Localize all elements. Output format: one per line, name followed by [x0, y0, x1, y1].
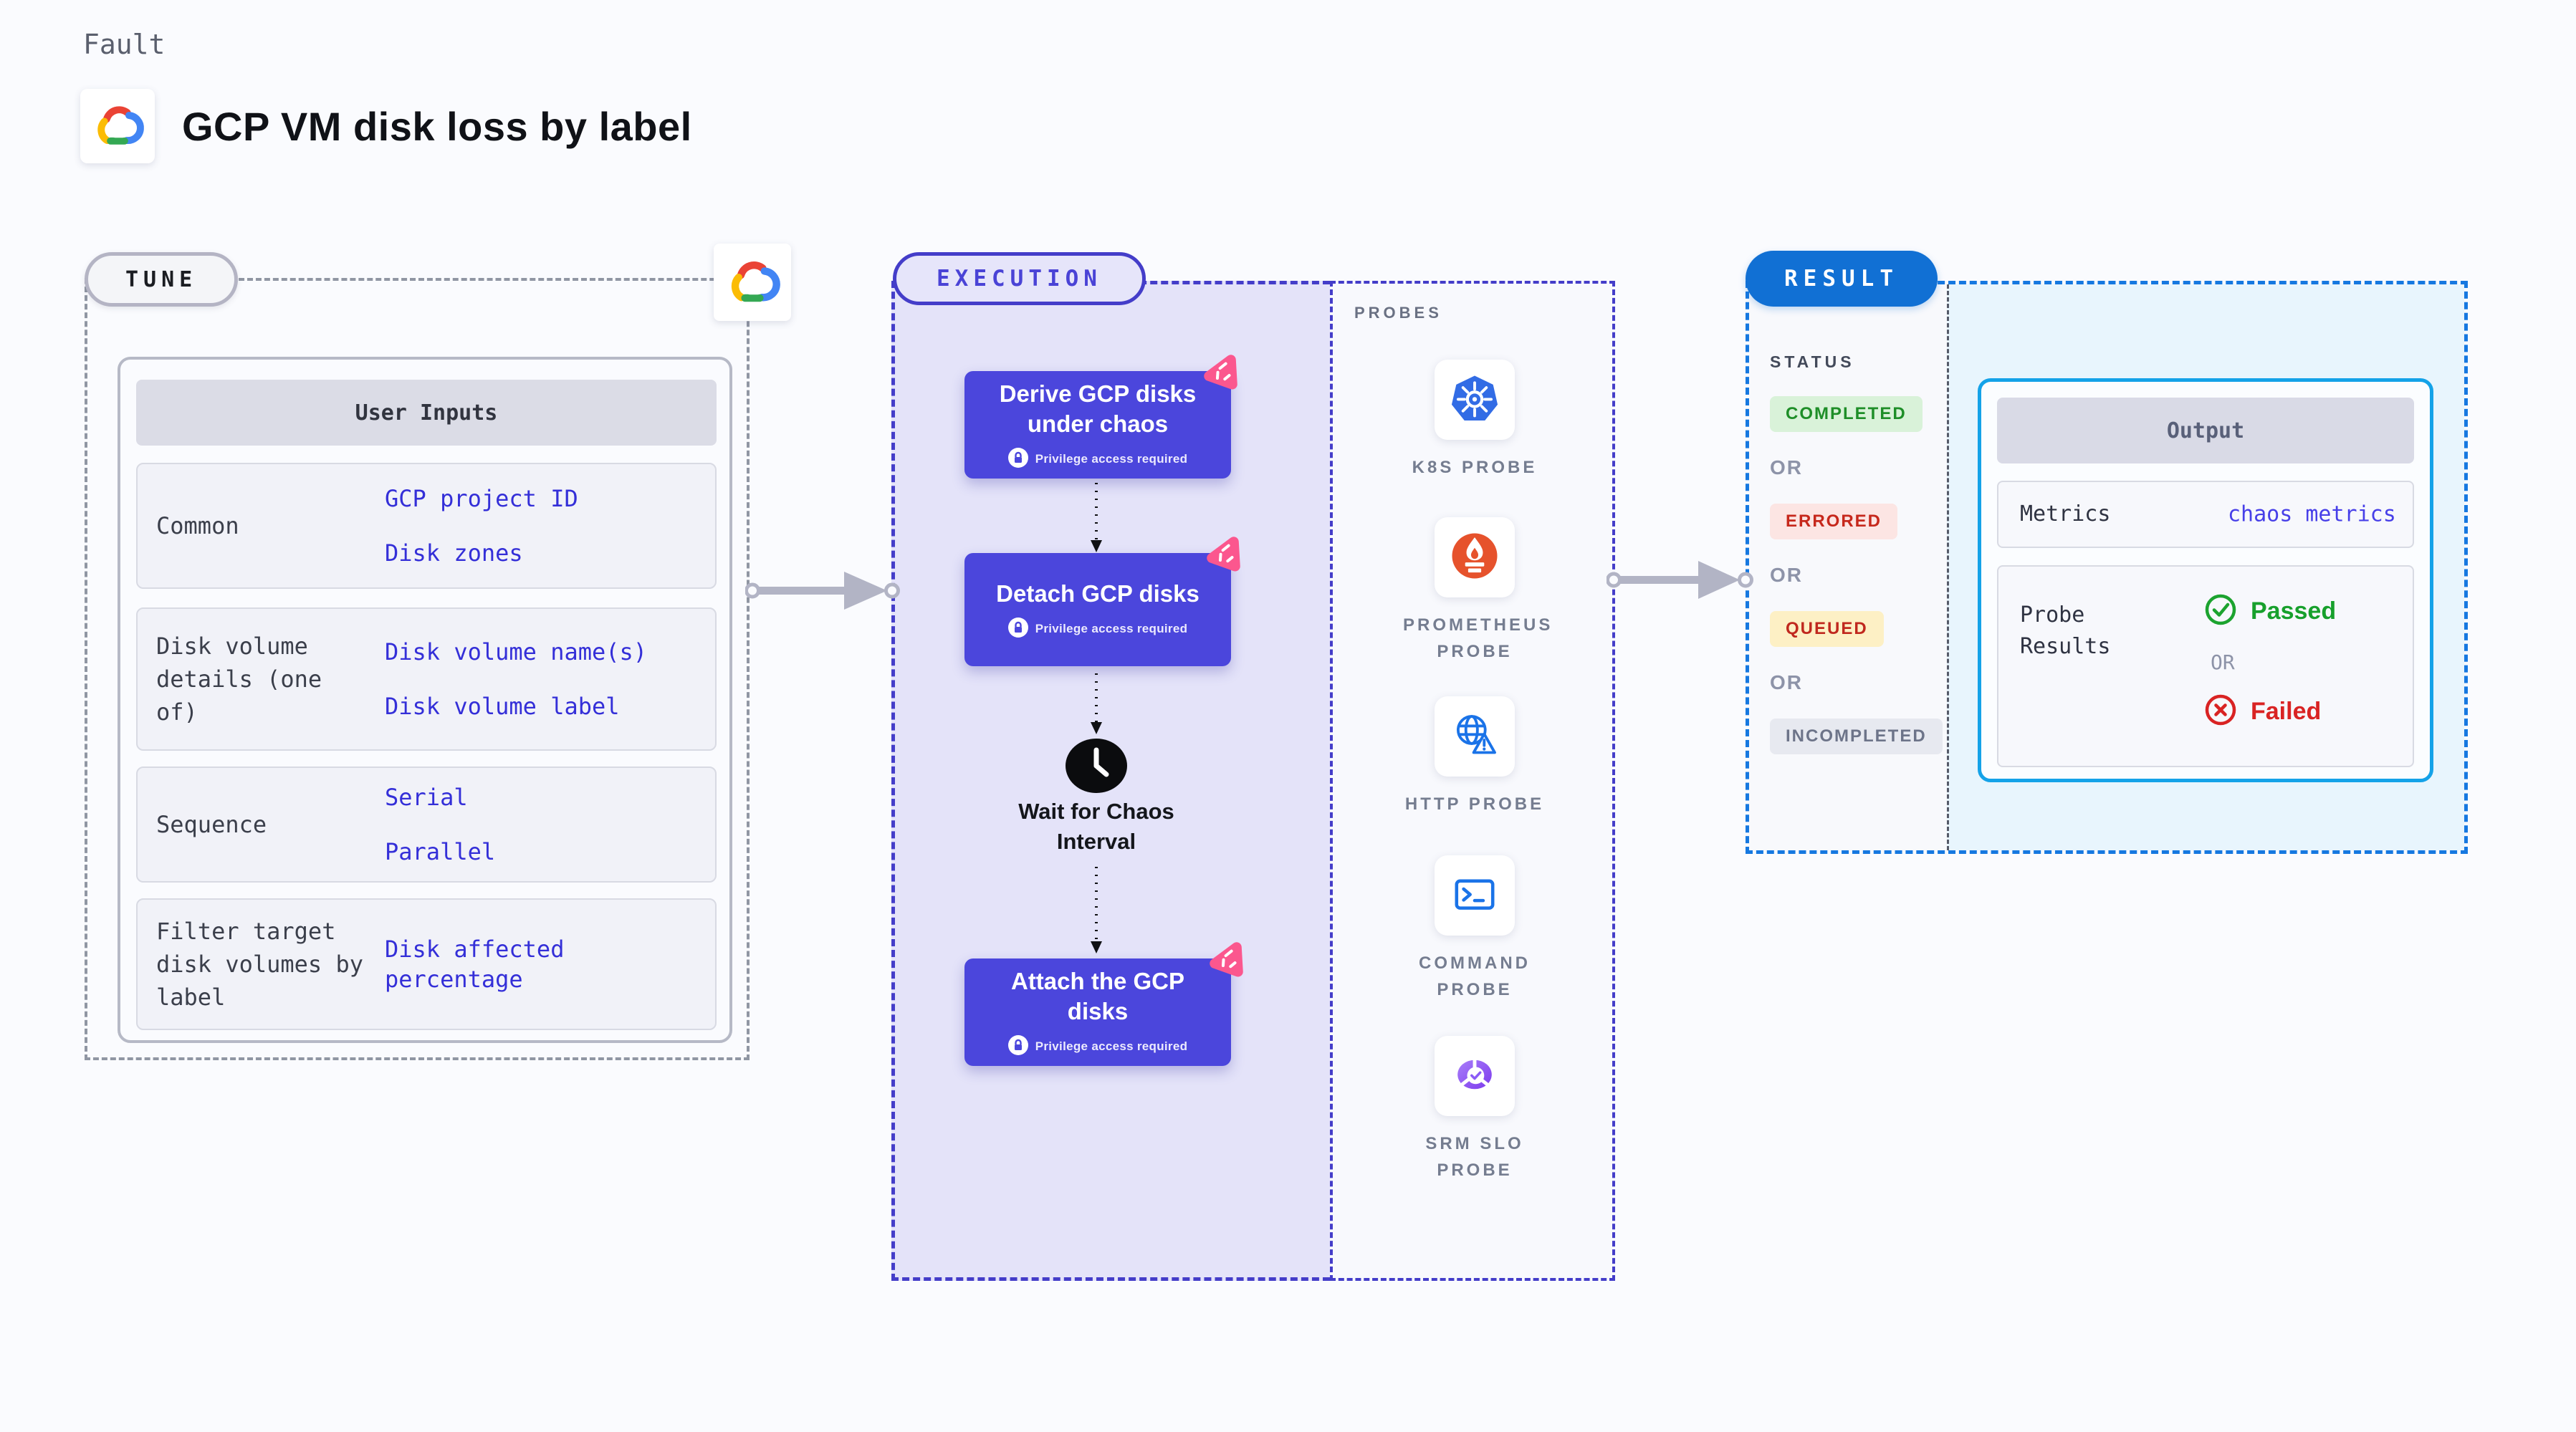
probe-results-label: Probe Results	[2020, 602, 2111, 659]
probe-label: COMMAND PROBE	[1419, 953, 1531, 999]
or-separator: OR	[2211, 650, 2235, 674]
output-row-probe-results: Probe Results Passed OR	[1997, 565, 2414, 767]
fault-kicker: Fault	[83, 29, 166, 60]
gcp-cloud-icon	[90, 97, 145, 155]
prometheus-icon	[1450, 531, 1500, 585]
status-column: STATUS COMPLETED OR ERRORED OR QUEUED OR…	[1770, 352, 1943, 754]
input-link[interactable]: Serial	[385, 784, 468, 811]
page-title: GCP VM disk loss by label	[182, 104, 692, 149]
metrics-label: Metrics	[2020, 501, 2111, 527]
result-divider	[1947, 284, 1949, 850]
row-label: Filter target disk volumes by label	[156, 918, 363, 1011]
chaos-metrics-link[interactable]: chaos metrics	[2228, 501, 2396, 527]
input-link[interactable]: Disk affected percentage	[385, 936, 565, 993]
flow-arrow-down	[1089, 672, 1103, 739]
execution-to-result-arrow	[1606, 559, 1754, 605]
chaos-fault-icon	[1198, 351, 1244, 397]
gcp-logo-tile-corner	[714, 244, 791, 321]
tune-to-execution-arrow	[744, 570, 900, 615]
passed-label: Passed	[2251, 597, 2337, 625]
probes-title: PROBES	[1354, 304, 1442, 322]
probe-card-http	[1435, 696, 1515, 777]
input-link[interactable]: Disk volume name(s)	[385, 638, 648, 665]
output-card: Output Metrics chaos metrics Probe Resul…	[1978, 378, 2433, 782]
row-label: Sequence	[156, 811, 267, 838]
input-link[interactable]: Parallel	[385, 838, 496, 865]
lock-icon	[1007, 447, 1028, 471]
lock-icon	[1007, 1034, 1028, 1059]
output-header: Output	[1997, 398, 2414, 463]
or-separator: OR	[1770, 564, 1803, 586]
output-row-metrics: Metrics chaos metrics	[1997, 481, 2414, 548]
probe-card-command	[1435, 855, 1515, 936]
flow-arrow-down	[1089, 481, 1103, 557]
chaos-fault-icon	[1201, 533, 1247, 579]
wait-clock-icon	[1065, 738, 1128, 797]
terminal-icon	[1450, 869, 1500, 923]
privilege-note: Privilege access required	[1007, 1034, 1188, 1059]
status-badge-queued: QUEUED	[1770, 611, 1884, 647]
probe-label: K8S PROBE	[1412, 458, 1538, 477]
step-title: Attach the GCP disks	[1010, 967, 1185, 1024]
status-badge-completed: COMPLETED	[1770, 396, 1923, 432]
probe-result-passed: Passed	[2203, 592, 2336, 630]
step-title: Derive GCP disks under chaos	[999, 380, 1197, 437]
chaos-fault-icon	[1204, 938, 1250, 984]
table-row-sequence: Sequence Serial Parallel	[136, 767, 717, 883]
probe-card-k8s	[1435, 360, 1515, 440]
execution-step-attach-disks: Attach the GCP disks Privilege access re…	[964, 958, 1231, 1066]
check-circle-icon	[2203, 592, 2238, 630]
row-values: Serial Parallel	[385, 782, 693, 867]
status-title: STATUS	[1770, 352, 1855, 371]
privilege-note: Privilege access required	[1007, 447, 1188, 471]
user-inputs-header: User Inputs	[136, 380, 717, 446]
probe-label: PROMETHEUS PROBE	[1403, 615, 1553, 661]
step-title: Detach GCP disks	[996, 580, 1200, 607]
row-label: Common	[156, 512, 239, 539]
probe-card-srm-slo	[1435, 1036, 1515, 1116]
lock-icon	[1007, 617, 1028, 641]
gcp-logo-tile	[80, 89, 155, 163]
or-separator: OR	[1770, 456, 1803, 479]
input-link[interactable]: Disk zones	[385, 539, 523, 567]
probe-label: HTTP PROBE	[1404, 794, 1545, 814]
tune-section	[85, 278, 750, 1060]
execution-step-detach-disks: Detach GCP disks Privilege access requir…	[964, 553, 1231, 666]
table-row-disk-volume-details: Disk volume details (one of) Disk volume…	[136, 607, 717, 751]
input-link[interactable]: GCP project ID	[385, 485, 578, 512]
execution-badge: EXECUTION	[893, 252, 1146, 305]
input-link[interactable]: Disk volume label	[385, 693, 620, 720]
probe-result-failed: Failed	[2203, 693, 2336, 731]
kubernetes-icon	[1450, 373, 1500, 427]
flow-arrow-down	[1089, 865, 1103, 958]
gcp-cloud-icon	[724, 252, 781, 313]
table-row-filter-by-label: Filter target disk volumes by label Disk…	[136, 898, 717, 1030]
result-badge: RESULT	[1746, 251, 1938, 307]
row-values: Disk affected percentage	[385, 934, 693, 994]
user-inputs-card: User Inputs Common GCP project ID Disk z…	[118, 357, 732, 1043]
status-badge-errored: ERRORED	[1770, 504, 1898, 539]
probe-results-values: Passed OR Failed	[2203, 592, 2336, 731]
probe-label: SRM SLO PROBE	[1425, 1134, 1524, 1180]
probe-card-prometheus	[1435, 517, 1515, 597]
failed-label: Failed	[2251, 698, 2322, 725]
wait-step-title: Wait for Chaos Interval	[1018, 799, 1174, 854]
row-values: GCP project ID Disk zones	[385, 484, 693, 568]
execution-step-derive-disks: Derive GCP disks under chaos Privilege a…	[964, 371, 1231, 479]
slo-gauge-icon	[1450, 1049, 1500, 1103]
or-separator: OR	[1770, 671, 1803, 693]
privilege-note: Privilege access required	[1007, 617, 1188, 641]
tune-badge: TUNE	[85, 252, 239, 307]
probes-section: PROBES K8S PROBE	[1330, 281, 1615, 1281]
row-label: Disk volume details (one of)	[156, 633, 322, 726]
http-globe-icon	[1450, 710, 1500, 764]
status-badge-incompleted: INCOMPLETED	[1770, 719, 1943, 754]
privilege-note-label: Privilege access required	[1035, 1039, 1188, 1053]
table-row-common: Common GCP project ID Disk zones	[136, 463, 717, 589]
x-circle-icon	[2203, 693, 2238, 731]
privilege-note-label: Privilege access required	[1035, 452, 1188, 466]
row-values: Disk volume name(s) Disk volume label	[385, 637, 693, 721]
privilege-note-label: Privilege access required	[1035, 622, 1188, 635]
